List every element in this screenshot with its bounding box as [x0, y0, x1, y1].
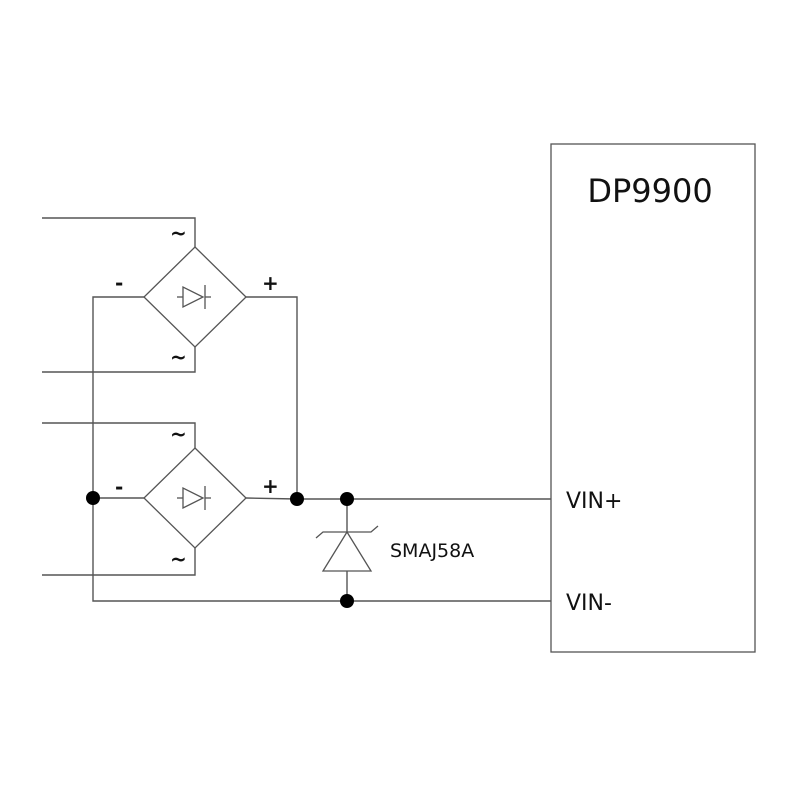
junction-negative-rail: [86, 491, 100, 505]
tvs-diode-triangle: [321, 530, 373, 572]
tvs-diode-part-number: SMAJ58A: [390, 540, 474, 562]
bridge-top-diamond: [143, 246, 247, 348]
wire-negative-rail: [92, 296, 551, 602]
bridge-bottom-diode-icon: [177, 486, 211, 510]
bridge-bottom-minus-label: -: [115, 475, 123, 499]
wires: [42, 217, 551, 602]
pin-vin-minus-label: VIN-: [566, 591, 612, 616]
tvs-diode-bar: [315, 525, 379, 539]
junction-tvs-bottom: [340, 594, 354, 608]
bridge-top-ac-top-label: ~: [170, 221, 187, 245]
bridge-top-minus-label: -: [115, 271, 123, 295]
wire-top-plus: [246, 296, 298, 499]
wire-ac1-top: [42, 217, 196, 247]
bridge-bottom-ac-bottom-label: ~: [170, 547, 187, 571]
junctions: [86, 491, 354, 608]
bridge-bottom-plus-label: +: [262, 474, 279, 498]
junction-tvs-top: [340, 492, 354, 506]
bridge-bottom-diamond: [143, 447, 247, 549]
bridge-top-plus-label: +: [262, 271, 279, 295]
bridge-rectifier-bottom: ~ ~ - +: [115, 422, 279, 571]
dp9900-chip-box: [550, 143, 756, 653]
pin-vin-plus-label: VIN+: [566, 489, 622, 514]
wire-bottom-plus: [245, 497, 298, 500]
chip-name: DP9900: [587, 172, 712, 210]
tvs-diode: SMAJ58A: [315, 525, 474, 572]
bridge-top-ac-bottom-label: ~: [170, 345, 187, 369]
bridge-bottom-ac-top-label: ~: [170, 422, 187, 446]
bridge-top-diode-icon: [177, 285, 211, 309]
junction-plus-merge: [290, 492, 304, 506]
bridge-rectifier-top: ~ ~ - +: [115, 221, 279, 369]
